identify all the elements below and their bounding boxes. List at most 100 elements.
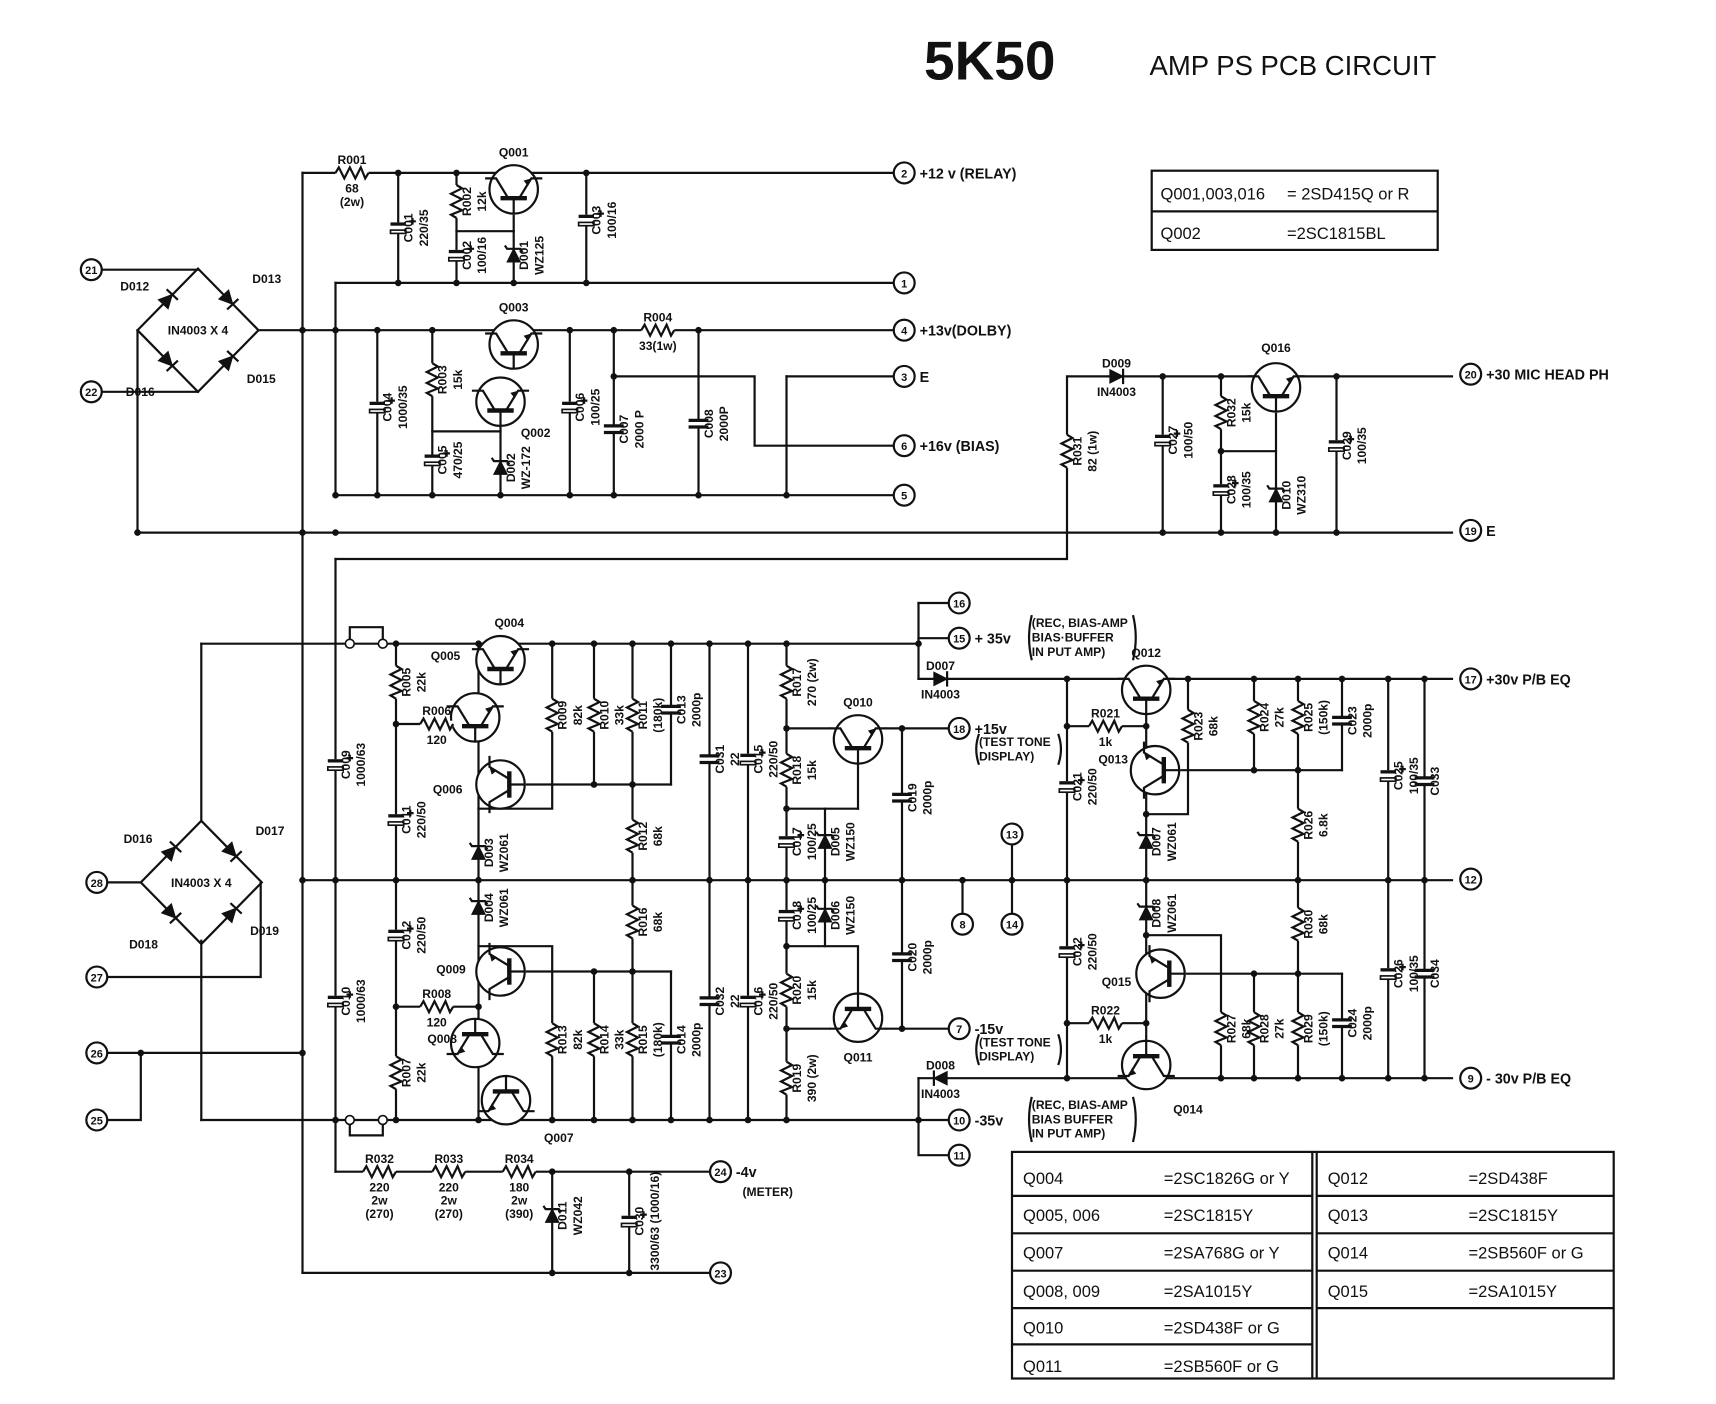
component-value: 220 bbox=[369, 1181, 389, 1195]
zener-diode-icon bbox=[468, 897, 489, 915]
component-value: (180k) bbox=[651, 1022, 665, 1057]
terminal-number: 2 bbox=[901, 168, 907, 180]
terminal-number: 20 bbox=[1465, 370, 1477, 382]
component-ref: C030 bbox=[633, 1206, 647, 1235]
component-ref: R032 bbox=[1224, 398, 1238, 427]
diode-icon bbox=[221, 841, 243, 863]
terminal-8[interactable]: 8 bbox=[950, 912, 975, 936]
capacitor-icon bbox=[688, 418, 709, 429]
component-ref: D002 bbox=[504, 453, 518, 482]
component-ref: C027 bbox=[1166, 425, 1180, 454]
terminal-circle-icon bbox=[947, 626, 971, 650]
terminal-note: (TEST TONE bbox=[979, 735, 1051, 749]
terminal-number: 25 bbox=[91, 1115, 103, 1127]
wire bbox=[785, 945, 860, 995]
resistor-icon bbox=[778, 664, 795, 700]
terminal-number: 1 bbox=[901, 278, 907, 290]
terminal-27[interactable]: 27 bbox=[85, 965, 109, 989]
component-value: 1000/63 bbox=[354, 979, 368, 1023]
component-ref: R022 bbox=[1091, 1003, 1120, 1017]
terminal-4[interactable]: 4+13v(DOLBY) bbox=[892, 318, 1012, 342]
component-ref: R027 bbox=[1224, 1014, 1238, 1043]
resistor-icon bbox=[544, 1022, 561, 1058]
terminal-22[interactable]: 22 bbox=[79, 380, 103, 404]
terminal-25[interactable]: 25 bbox=[85, 1108, 109, 1132]
terminal-17[interactable]: 17+30v P/B EQ bbox=[1459, 667, 1571, 691]
component-value: 2000P bbox=[717, 406, 731, 441]
component-ref: R028 bbox=[1257, 1014, 1271, 1043]
wire bbox=[917, 1077, 950, 1157]
junction-dot bbox=[1421, 1074, 1428, 1082]
component-ref: R023 bbox=[1191, 711, 1205, 740]
component-value: 120 bbox=[427, 1016, 447, 1030]
terminal-number: 17 bbox=[1465, 674, 1477, 686]
junction-dot bbox=[625, 1168, 633, 1175]
terminal-number: 23 bbox=[714, 1268, 726, 1280]
terminal-13[interactable]: 13 bbox=[1000, 822, 1024, 846]
resistor-icon bbox=[1290, 906, 1307, 942]
component-value: WZ061 bbox=[497, 833, 511, 872]
table-type: =2SA1015Y bbox=[1164, 1283, 1253, 1301]
terminal-9[interactable]: 9- 30v P/B EQ bbox=[1459, 1066, 1571, 1090]
terminal-1[interactable]: 1 bbox=[892, 271, 916, 295]
terminal-14[interactable]: 14 bbox=[1000, 912, 1024, 936]
terminal-23[interactable]: 23 bbox=[708, 1261, 733, 1285]
junction-dot bbox=[510, 279, 517, 287]
junction-dot bbox=[629, 876, 636, 884]
plus-icon bbox=[1399, 963, 1406, 971]
transistor-q016: Q016 bbox=[1247, 341, 1305, 413]
terminal-20[interactable]: 20+30 MIC HEAD PH bbox=[1459, 362, 1609, 386]
junction-dot bbox=[1142, 876, 1150, 884]
resistor-icon bbox=[1213, 1011, 1230, 1047]
terminal-16[interactable]: 16 bbox=[947, 591, 971, 615]
terminal-note: IN PUT AMP) bbox=[1032, 1127, 1105, 1141]
component-ref: D005 bbox=[828, 827, 842, 856]
table-type: =2SC1826G or Y bbox=[1164, 1170, 1290, 1188]
terminal-21[interactable]: 21 bbox=[79, 258, 103, 282]
diode-label: D018 bbox=[129, 937, 158, 951]
terminal-24[interactable]: 24-4v(METER) bbox=[708, 1160, 793, 1199]
transistor-icon bbox=[477, 1074, 535, 1126]
junction-dot bbox=[475, 876, 482, 884]
resistor-icon bbox=[1088, 1015, 1123, 1032]
terminal-5[interactable]: 5 bbox=[892, 483, 916, 507]
junction-dot bbox=[706, 640, 713, 647]
junction-dot bbox=[497, 491, 504, 499]
terminal-2[interactable]: 2+12 v (RELAY) bbox=[892, 161, 1017, 185]
terminal-12[interactable]: 12 bbox=[1459, 867, 1483, 891]
bridge-label: IN4003 X 4 bbox=[171, 876, 232, 890]
junction-dot bbox=[1217, 447, 1225, 455]
component-value: 68k bbox=[651, 826, 665, 846]
terminal-28[interactable]: 28 bbox=[85, 870, 109, 894]
component-value: 22 bbox=[728, 752, 742, 766]
component-value: 220/50 bbox=[415, 916, 429, 953]
component-ref: R029 bbox=[1301, 1014, 1315, 1043]
terminal-6[interactable]: 6+16v (BIAS) bbox=[892, 434, 1000, 458]
component-value: WZ-172 bbox=[519, 446, 533, 489]
component-value: 390 (2w) bbox=[805, 1054, 819, 1102]
resistor-icon bbox=[778, 1060, 795, 1096]
terminal-26[interactable]: 26 bbox=[85, 1041, 109, 1065]
transistor-icon bbox=[475, 755, 526, 814]
component-value: 100/25 bbox=[805, 897, 819, 934]
component-ref: C028 bbox=[1224, 475, 1238, 504]
transistor-q012: Q012 bbox=[1117, 646, 1175, 716]
electrolytic-capacitor-icon bbox=[620, 1211, 647, 1228]
transistor-icon bbox=[485, 164, 543, 215]
terminal-11[interactable]: 11 bbox=[947, 1143, 971, 1167]
